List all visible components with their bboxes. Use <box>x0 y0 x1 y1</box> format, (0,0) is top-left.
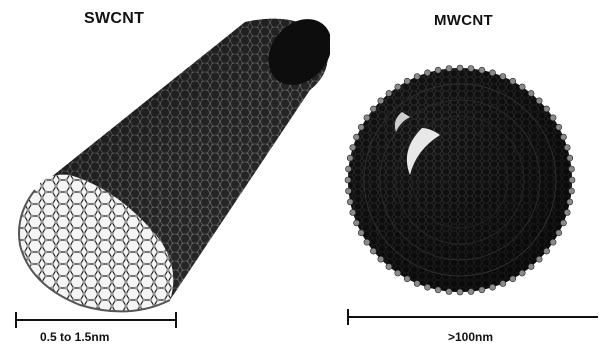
swcnt-scale-label: 0.5 to 1.5nm <box>40 330 109 344</box>
atom-bead <box>519 270 525 276</box>
atom-bead <box>395 270 401 276</box>
atom-bead <box>347 155 353 161</box>
atom-bead <box>346 166 352 172</box>
atom-bead <box>468 66 474 72</box>
atom-bead <box>364 115 370 121</box>
swcnt-illustration <box>0 0 330 347</box>
atom-bead <box>536 98 542 104</box>
atom-bead <box>556 124 562 130</box>
atom-bead <box>404 276 410 282</box>
atom-bead <box>561 134 567 140</box>
mwcnt-panel: MWCNT >100nm <box>330 0 600 347</box>
atom-bead <box>567 199 573 205</box>
atom-bead <box>370 106 376 112</box>
mwcnt-scale-bar <box>348 309 598 325</box>
atom-bead <box>378 256 384 262</box>
atom-bead <box>490 284 496 290</box>
atom-bead <box>519 84 525 90</box>
atom-bead <box>544 106 550 112</box>
atom-bead <box>358 124 364 130</box>
swcnt-panel: SWCNT 0.5 to 1.5nm <box>0 0 330 347</box>
atom-bead <box>435 67 441 73</box>
atom-bead <box>536 256 542 262</box>
atom-bead <box>404 78 410 84</box>
atom-bead <box>569 188 575 194</box>
atom-bead <box>528 90 534 96</box>
atom-bead <box>354 134 360 140</box>
atom-bead <box>556 230 562 236</box>
atom-bead <box>457 289 463 295</box>
atom-bead <box>345 177 351 183</box>
atom-bead <box>386 90 392 96</box>
atom-bead <box>395 84 401 90</box>
atom-bead <box>435 287 441 293</box>
atom-bead <box>479 287 485 293</box>
atom-bead <box>370 248 376 254</box>
atom-bead <box>510 276 516 282</box>
atom-bead <box>479 67 485 73</box>
atom-bead <box>490 70 496 76</box>
atom-bead <box>350 210 356 216</box>
atom-bead <box>567 155 573 161</box>
atom-bead <box>425 70 431 76</box>
atom-bead <box>569 166 575 172</box>
atom-bead <box>386 264 392 270</box>
atom-bead <box>414 74 420 80</box>
atom-bead <box>468 289 474 295</box>
atom-bead <box>457 65 463 71</box>
atom-bead <box>564 145 570 151</box>
atom-bead <box>350 145 356 151</box>
mwcnt-illustration <box>330 0 600 347</box>
mwcnt-title: MWCNT <box>434 12 493 29</box>
swcnt-tube <box>19 6 330 311</box>
atom-bead <box>500 281 506 287</box>
atom-bead <box>378 98 384 104</box>
atom-bead <box>500 74 506 80</box>
swcnt-title: SWCNT <box>84 10 144 28</box>
atom-bead <box>510 78 516 84</box>
mwcnt-scale-label: >100nm <box>448 330 493 344</box>
atom-bead <box>354 220 360 226</box>
atom-bead <box>544 248 550 254</box>
atom-bead <box>364 239 370 245</box>
atom-bead <box>550 239 556 245</box>
atom-bead <box>564 210 570 216</box>
atom-bead <box>346 188 352 194</box>
atom-bead <box>528 264 534 270</box>
atom-bead <box>550 115 556 121</box>
atom-bead <box>347 199 353 205</box>
atom-bead <box>446 66 452 72</box>
atom-bead <box>358 230 364 236</box>
atom-bead <box>414 281 420 287</box>
atom-bead <box>446 289 452 295</box>
swcnt-scale-bar <box>16 312 176 328</box>
mwcnt-cross-section <box>345 65 575 295</box>
atom-bead <box>425 284 431 290</box>
atom-bead <box>569 177 575 183</box>
atom-bead <box>561 220 567 226</box>
